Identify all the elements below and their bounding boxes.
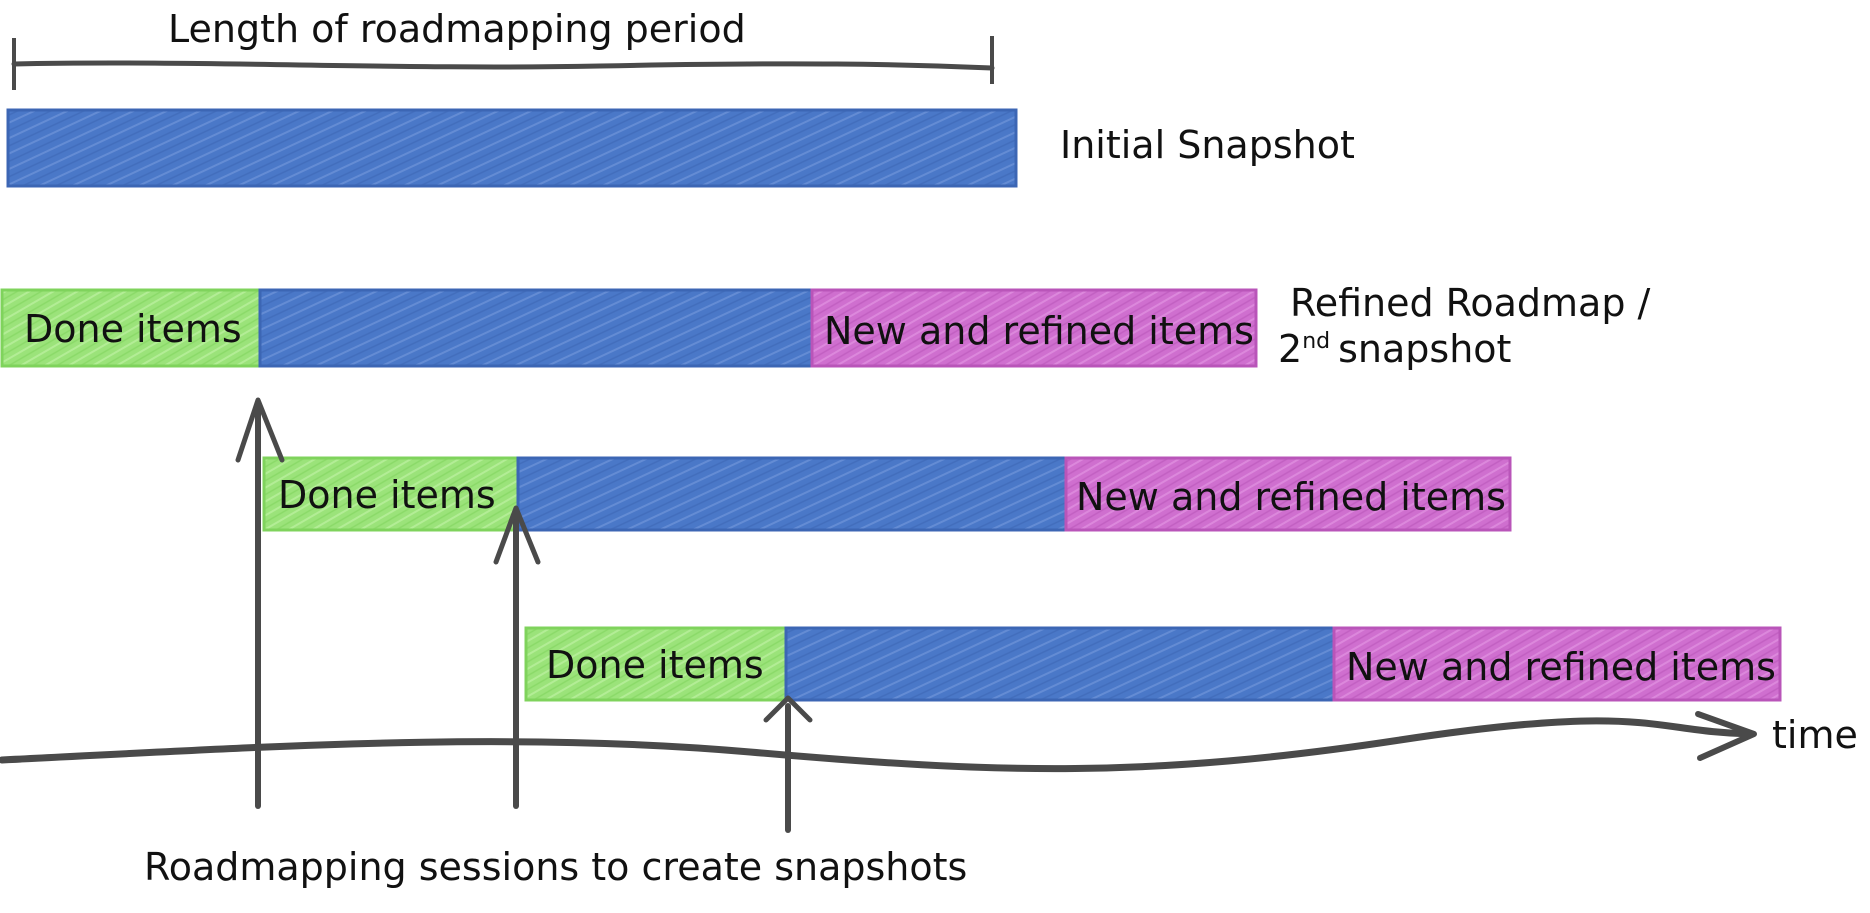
done-items-label: Done items bbox=[278, 473, 496, 517]
refined-roadmap-label: Refined Roadmap / bbox=[1290, 281, 1651, 325]
new-items-bar bbox=[810, 288, 1258, 368]
second-snapshot-number: 2 bbox=[1278, 327, 1302, 371]
done-items-label: Done items bbox=[24, 307, 242, 351]
session-arrow-2 bbox=[493, 505, 541, 809]
new-items-label: New and refined items bbox=[824, 309, 1254, 353]
new-items-label: New and refined items bbox=[1346, 645, 1776, 689]
done-items-bar bbox=[0, 288, 262, 368]
planned-items-bar bbox=[516, 456, 1068, 532]
session-arrow-1 bbox=[235, 397, 285, 809]
second-snapshot-word: snapshot bbox=[1338, 327, 1511, 371]
second-snapshot-label: 2nd snapshot bbox=[1278, 327, 1511, 371]
snapshot-2 bbox=[0, 288, 1258, 368]
time-axis bbox=[0, 711, 1757, 773]
initial-snapshot-bar bbox=[6, 108, 1018, 188]
time-arrowhead bbox=[1695, 711, 1757, 761]
period-label: Length of roadmapping period bbox=[168, 7, 746, 51]
new-items-bar bbox=[1332, 626, 1782, 702]
snapshot-3 bbox=[262, 456, 1512, 532]
new-items-bar bbox=[1064, 456, 1512, 532]
new-items-label: New and refined items bbox=[1076, 475, 1506, 519]
second-snapshot-superscript: nd bbox=[1302, 329, 1330, 354]
session-arrow-3 bbox=[763, 695, 813, 833]
time-label: time bbox=[1772, 713, 1858, 757]
period-bracket bbox=[11, 36, 995, 90]
snapshot-initial bbox=[6, 108, 1018, 188]
planned-items-bar bbox=[784, 626, 1336, 702]
sessions-label: Roadmapping sessions to create snapshots bbox=[144, 845, 967, 889]
done-items-bar bbox=[262, 456, 520, 532]
planned-items-bar bbox=[258, 288, 814, 368]
snapshot-4 bbox=[524, 626, 1782, 702]
initial-snapshot-label: Initial Snapshot bbox=[1060, 123, 1355, 167]
done-items-label: Done items bbox=[546, 643, 764, 687]
